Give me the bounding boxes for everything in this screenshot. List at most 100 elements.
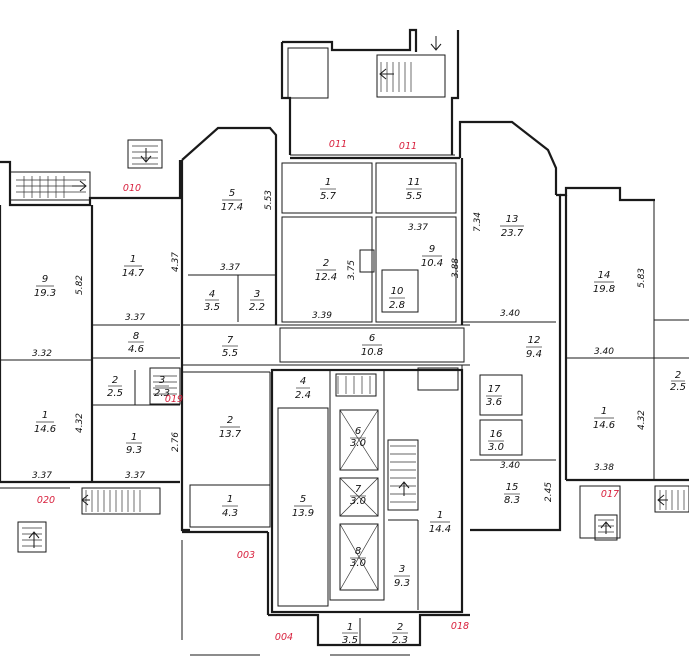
dimension: 3.37: [125, 313, 145, 323]
room-number: 5: [300, 494, 306, 505]
room-number: 17: [488, 384, 501, 395]
room-number: 8: [355, 546, 361, 557]
room-number: 3: [399, 564, 405, 575]
dimension-labels: 5.82 3.32 4.32 3.37 4.37 3.37 2.76 3.37 …: [32, 190, 647, 502]
room-number: 13: [506, 214, 519, 225]
room-number: 2: [323, 258, 329, 269]
room-area: 2.3: [154, 388, 170, 399]
room-number: 1: [325, 177, 331, 188]
dimension: 3.37: [408, 223, 428, 233]
dimension: 4.32: [637, 410, 647, 430]
unit-label: 017: [601, 489, 619, 500]
stair-arrows: [28, 36, 668, 548]
room-area: 4.3: [222, 508, 238, 519]
room-area: 10.4: [421, 258, 443, 269]
room-number: 16: [490, 429, 503, 440]
room-area: 8.3: [504, 495, 520, 506]
room-number: 14: [598, 270, 611, 281]
room-area: 2.5: [670, 382, 686, 393]
room-area: 3.5: [342, 635, 358, 646]
room-area: 17.4: [221, 202, 243, 213]
dimension: 7.34: [473, 212, 483, 232]
room-area: 12.4: [315, 272, 337, 283]
dimension: 5.82: [75, 275, 85, 295]
dimension: 3.75: [347, 260, 357, 280]
stair-hatching: [16, 62, 685, 547]
room-number: 3: [254, 289, 260, 300]
unit-label: 020: [37, 495, 55, 506]
unit-label: 011: [329, 139, 347, 150]
dimension: 3.38: [594, 463, 614, 473]
dimension: 3.40: [594, 347, 614, 357]
room-number: 7: [355, 484, 362, 495]
room-area: 19.8: [593, 284, 615, 295]
room-area: 14.6: [593, 420, 615, 431]
unit-markers: 011 011 010 019 020 003 004 018 017: [37, 139, 619, 643]
room-labels: 9 19.3 1 14.6 1 14.7 8 4.6 2 2.5 3 2.3 1…: [34, 177, 686, 646]
walls: [0, 28, 689, 656]
room-number: 11: [408, 177, 421, 188]
dimension: 5.53: [264, 190, 274, 210]
dimension: 3.32: [32, 349, 52, 359]
dimension: 4.37: [171, 252, 181, 272]
unit-label: 004: [275, 632, 293, 643]
room-area: 9.3: [394, 578, 410, 589]
room-area: 2.2: [249, 302, 265, 313]
dimension: 3.40: [500, 461, 520, 471]
room-area: 2.8: [389, 300, 405, 311]
room-area: 23.7: [501, 228, 524, 239]
room-number: 6: [369, 333, 375, 344]
room-area: 13.9: [292, 508, 314, 519]
dimension: 3.88: [451, 258, 461, 278]
room-area: 19.3: [34, 288, 56, 299]
room-area: 3.0: [350, 438, 366, 449]
dimension: 2.76: [171, 432, 181, 452]
room-area: 13.7: [219, 429, 242, 440]
room-area: 2.4: [295, 390, 311, 401]
room-number: 2: [675, 370, 681, 381]
room-area: 2.5: [107, 388, 123, 399]
room-number: 8: [133, 331, 139, 342]
unit-label: 018: [451, 621, 469, 632]
room-number: 3: [159, 375, 165, 386]
room-number: 1: [437, 510, 443, 521]
room-area: 3.5: [204, 302, 220, 313]
room-number: 6: [355, 426, 361, 437]
room-number: 9: [429, 244, 435, 255]
room-area: 10.8: [361, 347, 383, 358]
room-area: 3.0: [350, 558, 366, 569]
dimension: 2.45: [544, 482, 554, 502]
room-number: 1: [42, 410, 48, 421]
room-number: 1: [347, 622, 353, 633]
room-area: 9.4: [526, 349, 542, 360]
unit-label: 003: [237, 550, 255, 561]
room-area: 5.7: [320, 191, 337, 202]
room-number: 2: [227, 415, 233, 426]
room-number: 5: [229, 188, 235, 199]
room-area: 5.5: [406, 191, 422, 202]
unit-label: 019: [165, 394, 183, 405]
room-area: 14.6: [34, 424, 56, 435]
room-area: 14.4: [429, 524, 451, 535]
room-number: 7: [227, 335, 234, 346]
room-number: 2: [112, 375, 118, 386]
dimension: 3.37: [220, 263, 240, 273]
dimension: 3.37: [125, 471, 145, 481]
room-number: 1: [131, 432, 137, 443]
room-area: 3.6: [486, 397, 502, 408]
unit-label: 011: [399, 141, 417, 152]
room-area: 14.7: [122, 268, 145, 279]
room-area: 4.6: [128, 344, 144, 355]
room-area: 3.0: [488, 442, 504, 453]
room-number: 15: [506, 482, 519, 493]
dimension: 4.32: [75, 413, 85, 433]
room-number: 1: [601, 406, 607, 417]
room-number: 9: [42, 274, 48, 285]
dimension: 5.83: [637, 268, 647, 288]
room-area: 5.5: [222, 348, 238, 359]
dimension: 3.37: [32, 471, 52, 481]
room-number: 12: [528, 335, 541, 346]
room-number: 1: [227, 494, 233, 505]
room-number: 4: [209, 289, 215, 300]
